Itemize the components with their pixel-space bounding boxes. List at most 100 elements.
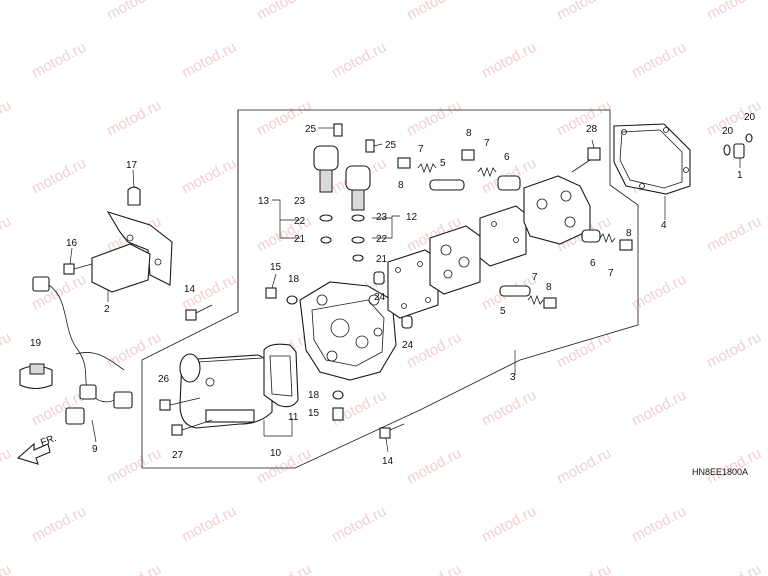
watermark-text: motod.ru	[254, 0, 314, 24]
diagram-code: HN8EE1800A	[692, 467, 748, 477]
watermark-text: motod.ru	[404, 561, 464, 576]
watermark-text: motod.ru	[554, 561, 614, 576]
callout-label: 21	[294, 234, 306, 245]
callout-label: 6	[504, 152, 510, 163]
watermark-text: motod.ru	[629, 387, 689, 430]
callout-label: 14	[184, 284, 196, 295]
bolt-part	[265, 287, 298, 305]
callout-label: 21	[376, 254, 388, 265]
watermark-text: motod.ru	[254, 561, 314, 576]
callout-label: 5	[440, 158, 446, 169]
bolt-part	[332, 390, 344, 421]
shift-solenoid-part	[313, 123, 343, 193]
valve-body-part	[523, 175, 591, 245]
callout-label: 8	[466, 128, 472, 139]
callout-label: 17	[126, 160, 138, 171]
valve-spool-part	[429, 175, 601, 297]
harness-part	[32, 276, 133, 425]
watermark-text: motod.ru	[479, 503, 539, 546]
clip-part	[127, 186, 141, 206]
watermark-text: motod.ru	[0, 561, 14, 576]
watermark-text: motod.ru	[179, 39, 239, 82]
callout-label: 24	[374, 292, 386, 303]
callout-label: 24	[402, 340, 414, 351]
front-marker-label: FR.	[39, 433, 58, 449]
watermark-text: motod.ru	[479, 39, 539, 82]
watermark-text: motod.ru	[404, 97, 464, 140]
callout-label: 6	[590, 258, 596, 269]
callout-label: 14	[382, 456, 394, 467]
callout-label: 4	[661, 220, 667, 231]
watermark-text: motod.ru	[104, 445, 164, 488]
plug-part	[723, 133, 753, 159]
watermark-text: motod.ru	[704, 0, 764, 24]
watermark-text: motod.ru	[404, 0, 464, 24]
solenoid-part	[179, 353, 273, 429]
callout-label: 18	[308, 390, 320, 401]
separator-plate-part	[479, 205, 527, 267]
watermark-text: motod.ru	[29, 155, 89, 198]
assembly-frame	[141, 109, 639, 469]
valve-body-part	[429, 225, 481, 295]
callout-label: 18	[288, 274, 300, 285]
watermark-text: motod.ru	[179, 503, 239, 546]
bolt-part	[185, 304, 405, 439]
callout-labels: 25 25 17 13 23 12 23 22 22 21 21 7 5 8 8…	[30, 112, 756, 467]
watermark-text: motod.ru	[254, 445, 314, 488]
shift-solenoid-part	[345, 139, 375, 211]
callout-label: 9	[92, 444, 98, 455]
callout-label: 25	[385, 140, 397, 151]
callout-label: 1	[737, 170, 743, 181]
watermark-text: motod.ru	[104, 561, 164, 576]
watermark-text: motod.ru	[29, 503, 89, 546]
watermark-text: motod.ru	[0, 445, 14, 488]
callout-label: 13	[258, 196, 270, 207]
watermark-text: motod.ru	[329, 503, 389, 546]
callout-label: 15	[270, 262, 282, 273]
retainer-plate-part	[397, 149, 633, 309]
watermark-text: motod.ru	[104, 329, 164, 372]
o-ring-part	[319, 214, 365, 262]
callout-label: 7	[418, 144, 424, 155]
callout-label: 15	[308, 408, 320, 419]
callout-label: 22	[294, 216, 306, 227]
connector-part	[19, 363, 53, 390]
watermark-text: motod.ru	[704, 329, 764, 372]
separator-plate-part	[387, 249, 439, 319]
callout-label: 5	[500, 306, 506, 317]
callout-label: 7	[608, 268, 614, 279]
callout-label: 22	[376, 234, 388, 245]
watermark-text: motod.ru	[554, 0, 614, 24]
watermark-text: motod.ru	[0, 213, 14, 256]
bolt-part	[571, 147, 601, 173]
bracket-part	[91, 211, 173, 293]
callout-label: 8	[398, 180, 404, 191]
callout-label: 12	[406, 212, 418, 223]
valve-body-part	[299, 281, 397, 381]
bolt-part	[63, 263, 93, 275]
gasket-part	[263, 343, 299, 408]
callout-label: 16	[66, 238, 78, 249]
callout-label: 11	[288, 412, 299, 423]
callout-label: 27	[172, 450, 184, 461]
callout-label: 7	[484, 138, 490, 149]
front-arrow-icon	[16, 442, 51, 465]
watermark-text: motod.ru	[179, 155, 239, 198]
callout-label: 8	[546, 282, 552, 293]
callout-brackets	[263, 199, 400, 437]
watermark-text: motod.ru	[104, 0, 164, 24]
callout-label: 28	[586, 124, 598, 135]
watermark-text: motod.ru	[704, 561, 764, 576]
spring-part	[417, 162, 616, 306]
watermark-text: motod.ru	[629, 503, 689, 546]
callout-label: 23	[294, 196, 306, 207]
watermark-text: motod.ru	[0, 0, 14, 24]
callout-label: 23	[376, 212, 388, 223]
watermark-text: motod.ru	[29, 39, 89, 82]
callout-label: 3	[510, 372, 516, 383]
callout-label: 19	[30, 338, 42, 349]
watermark-text: motod.ru	[0, 97, 14, 140]
callout-label: 20	[744, 112, 756, 123]
pin-part	[373, 271, 413, 329]
